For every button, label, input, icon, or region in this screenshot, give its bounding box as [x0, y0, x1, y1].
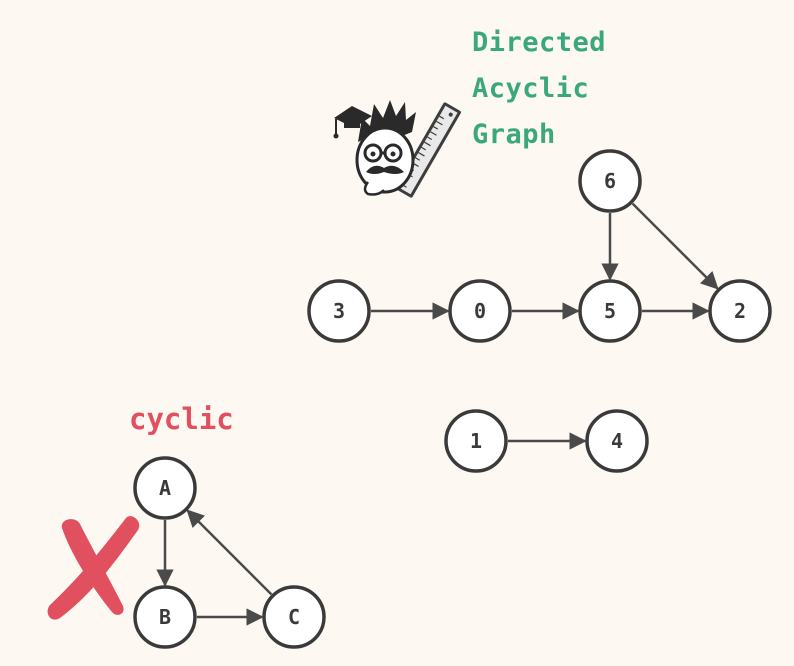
dag-node-2: 2 — [708, 279, 772, 343]
dag-node-3: 3 — [307, 279, 371, 343]
title-line-1: Directed — [472, 27, 607, 58]
dag-node-6: 6 — [578, 149, 642, 213]
title-line-2: Acyclic — [472, 73, 590, 104]
dag-node-0-label: 0 — [474, 299, 486, 323]
cyclic-node-c-label: C — [288, 605, 300, 629]
dag-edges — [371, 202, 719, 450]
dag-node-5-label: 5 — [604, 299, 616, 323]
cyclic-node-a-label: A — [159, 476, 171, 500]
dag-node-5: 5 — [578, 279, 642, 343]
graduation-cap-icon — [333, 106, 372, 139]
cyclic-label: cyclic — [129, 402, 234, 436]
dag-node-4-label: 4 — [611, 429, 623, 453]
cyclic-edge-c-to-a — [186, 509, 273, 596]
dag-node-0: 0 — [448, 279, 512, 343]
title-line-3: Graph — [472, 119, 556, 150]
cyclic-node-a: A — [133, 456, 197, 520]
dag-node-3-label: 3 — [333, 299, 345, 323]
dag-node-2-label: 2 — [734, 299, 746, 323]
dag-node-6-label: 6 — [604, 169, 616, 193]
dag-node-1-label: 1 — [470, 429, 482, 453]
professor-mascot-icon — [333, 100, 461, 198]
cyclic-node-c: C — [262, 585, 326, 649]
cyclic-edges — [156, 509, 273, 626]
dag-node-4: 4 — [585, 409, 649, 473]
dag-edge-6-to-2 — [631, 202, 719, 290]
cyclic-node-b: B — [133, 585, 197, 649]
dag-node-1: 1 — [444, 409, 508, 473]
cross-mark-icon — [47, 516, 140, 620]
cyclic-node-b-label: B — [159, 605, 171, 629]
